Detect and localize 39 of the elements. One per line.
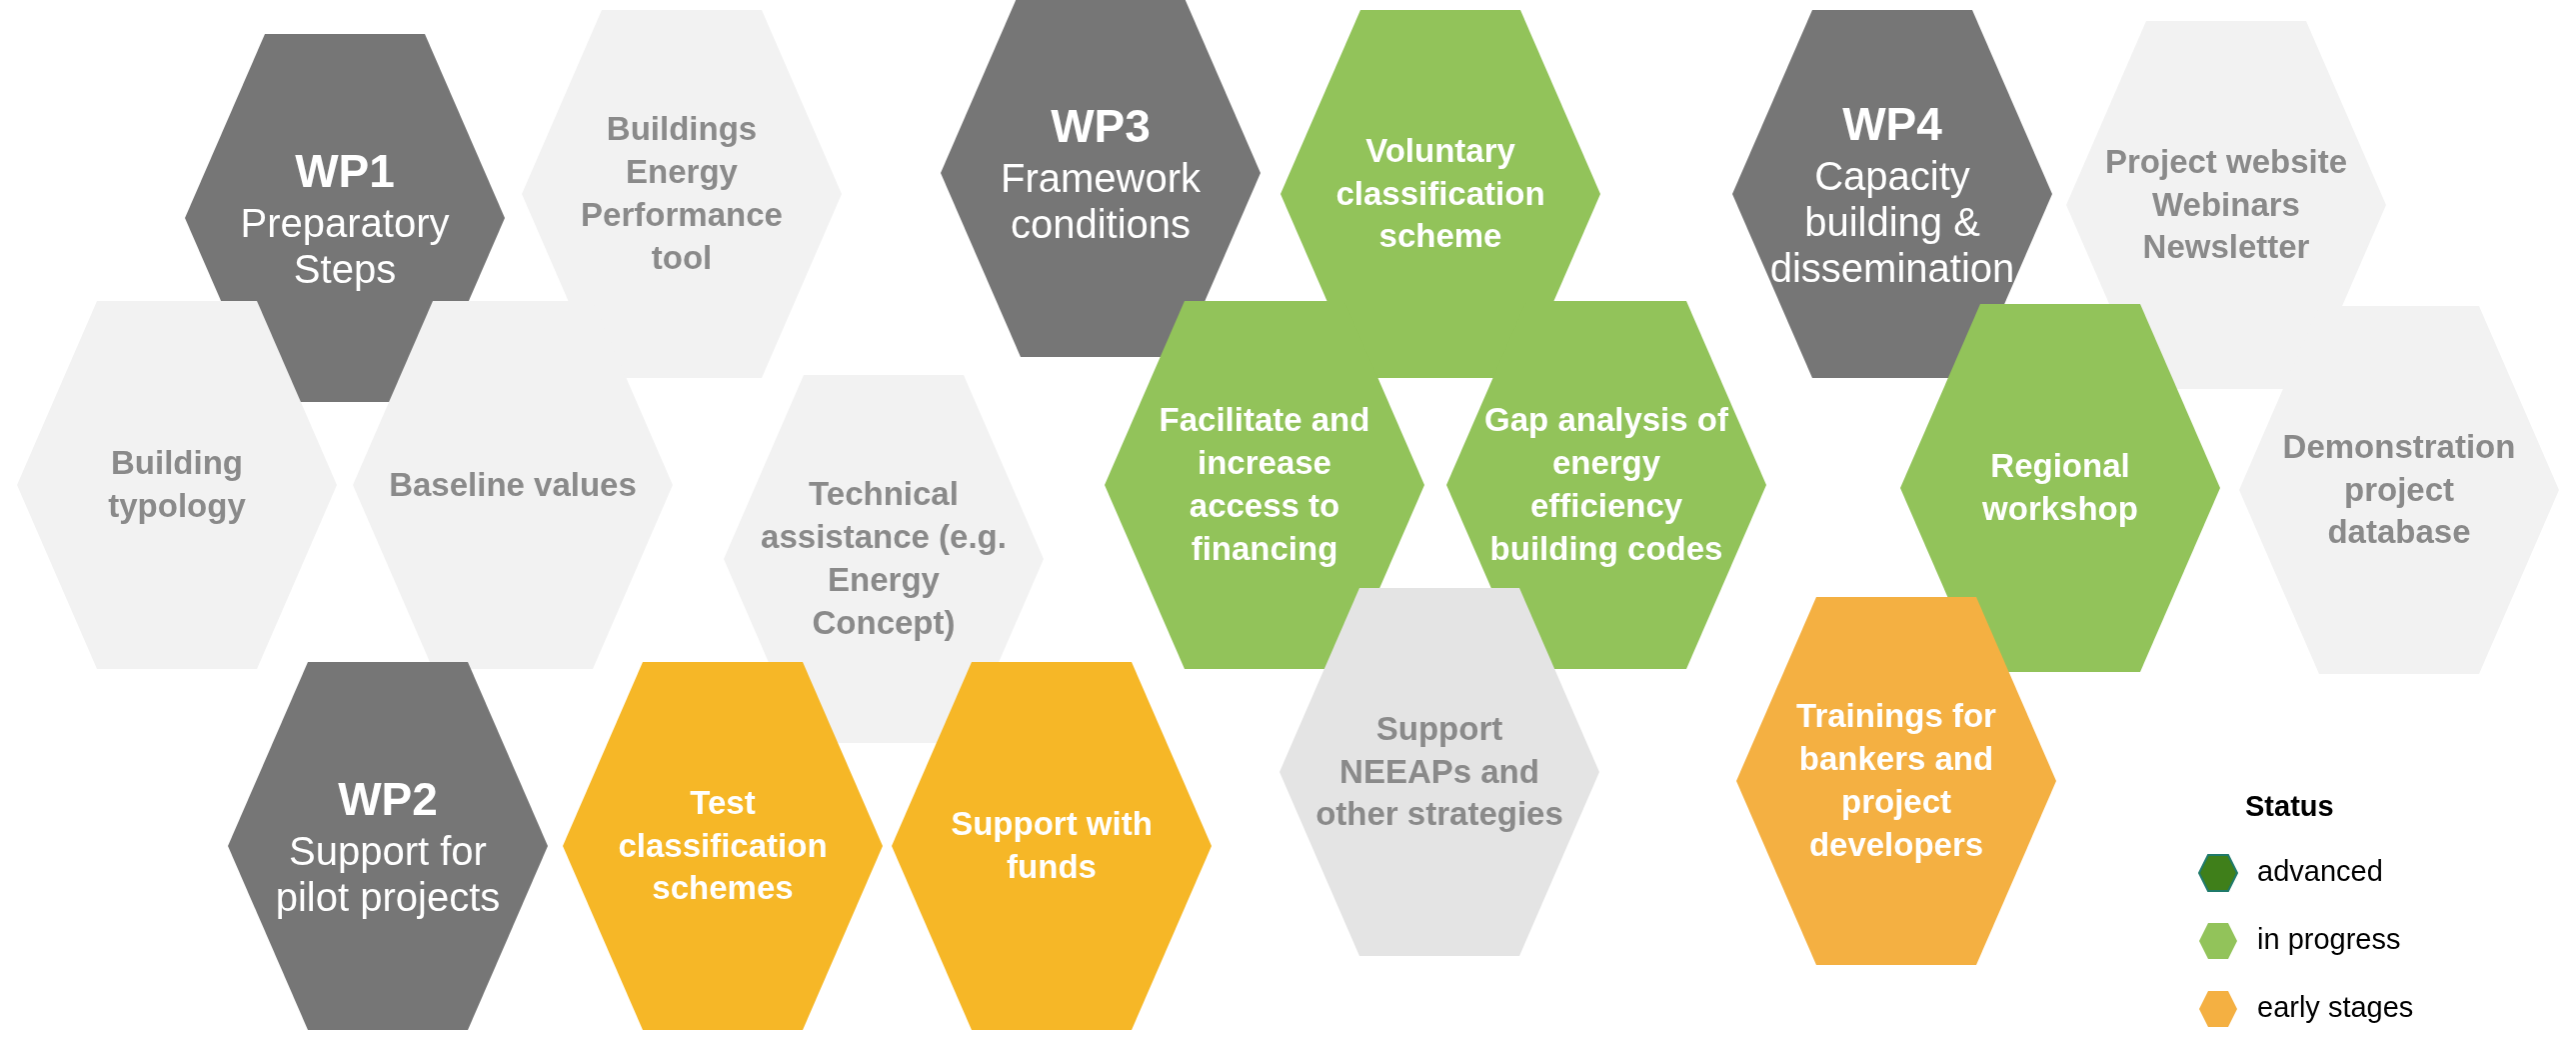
tile-text: Gap analysis of energy efficiency building codes	[1483, 400, 1729, 569]
legend-label: early stages	[2257, 991, 2414, 1024]
tile-text: Support NEEAPs and other strategies	[1314, 708, 1564, 835]
tile-text: Technical assistance (e.g. Energy Concept)	[760, 474, 1008, 643]
tile-text: Demonstration project database	[2281, 426, 2517, 553]
work-package-name: Preparatory Steps	[239, 199, 451, 292]
hexagon-tile	[1736, 597, 2056, 965]
hexagon-tile	[941, 0, 1261, 357]
work-package-title: WP3	[1051, 99, 1151, 155]
hexagon-tile	[17, 301, 337, 669]
work-package-name: Framework conditions	[1000, 154, 1202, 247]
hexagon-tile	[1280, 588, 1599, 956]
tile-text: Voluntary classification scheme	[1334, 130, 1546, 257]
tile-text: Test classification schemes	[617, 782, 829, 909]
work-package-name: Capacity building & dissemination	[1768, 152, 2016, 291]
hexagon-tile	[1446, 301, 1766, 669]
hexagon-tile	[1732, 10, 2052, 378]
tile-text: Support with funds	[950, 804, 1154, 887]
tile-text: Building typology	[107, 443, 247, 526]
work-package-title: WP1	[295, 144, 395, 200]
work-package-title: WP2	[338, 772, 438, 828]
legend-title: Status	[2245, 790, 2334, 823]
tile-text: Trainings for bankers and project developers	[1795, 696, 1997, 865]
legend-label: in progress	[2257, 923, 2401, 956]
hexagon-tile	[1105, 301, 1424, 669]
tile-text: Buildings Energy Performance tool	[580, 109, 784, 278]
hexagon-tile	[892, 662, 1212, 1030]
work-package-title: WP4	[1842, 97, 1942, 153]
hexagon-tile	[228, 662, 548, 1030]
tile-text: Project website Webinars Newsletter	[2103, 141, 2349, 268]
work-package-name: Support for pilot projects	[274, 827, 502, 920]
tile-text: Facilitate and increase access to financing	[1158, 400, 1371, 569]
hexagon-tile	[1281, 10, 1600, 378]
tile-text: Baseline values	[389, 464, 637, 505]
hexagon-tile	[563, 662, 883, 1030]
hexagon-tile	[353, 301, 673, 669]
tile-text: Regional workshop	[1981, 446, 2139, 529]
hexagon-tile	[1900, 304, 2220, 672]
legend-label: advanced	[2257, 855, 2383, 888]
